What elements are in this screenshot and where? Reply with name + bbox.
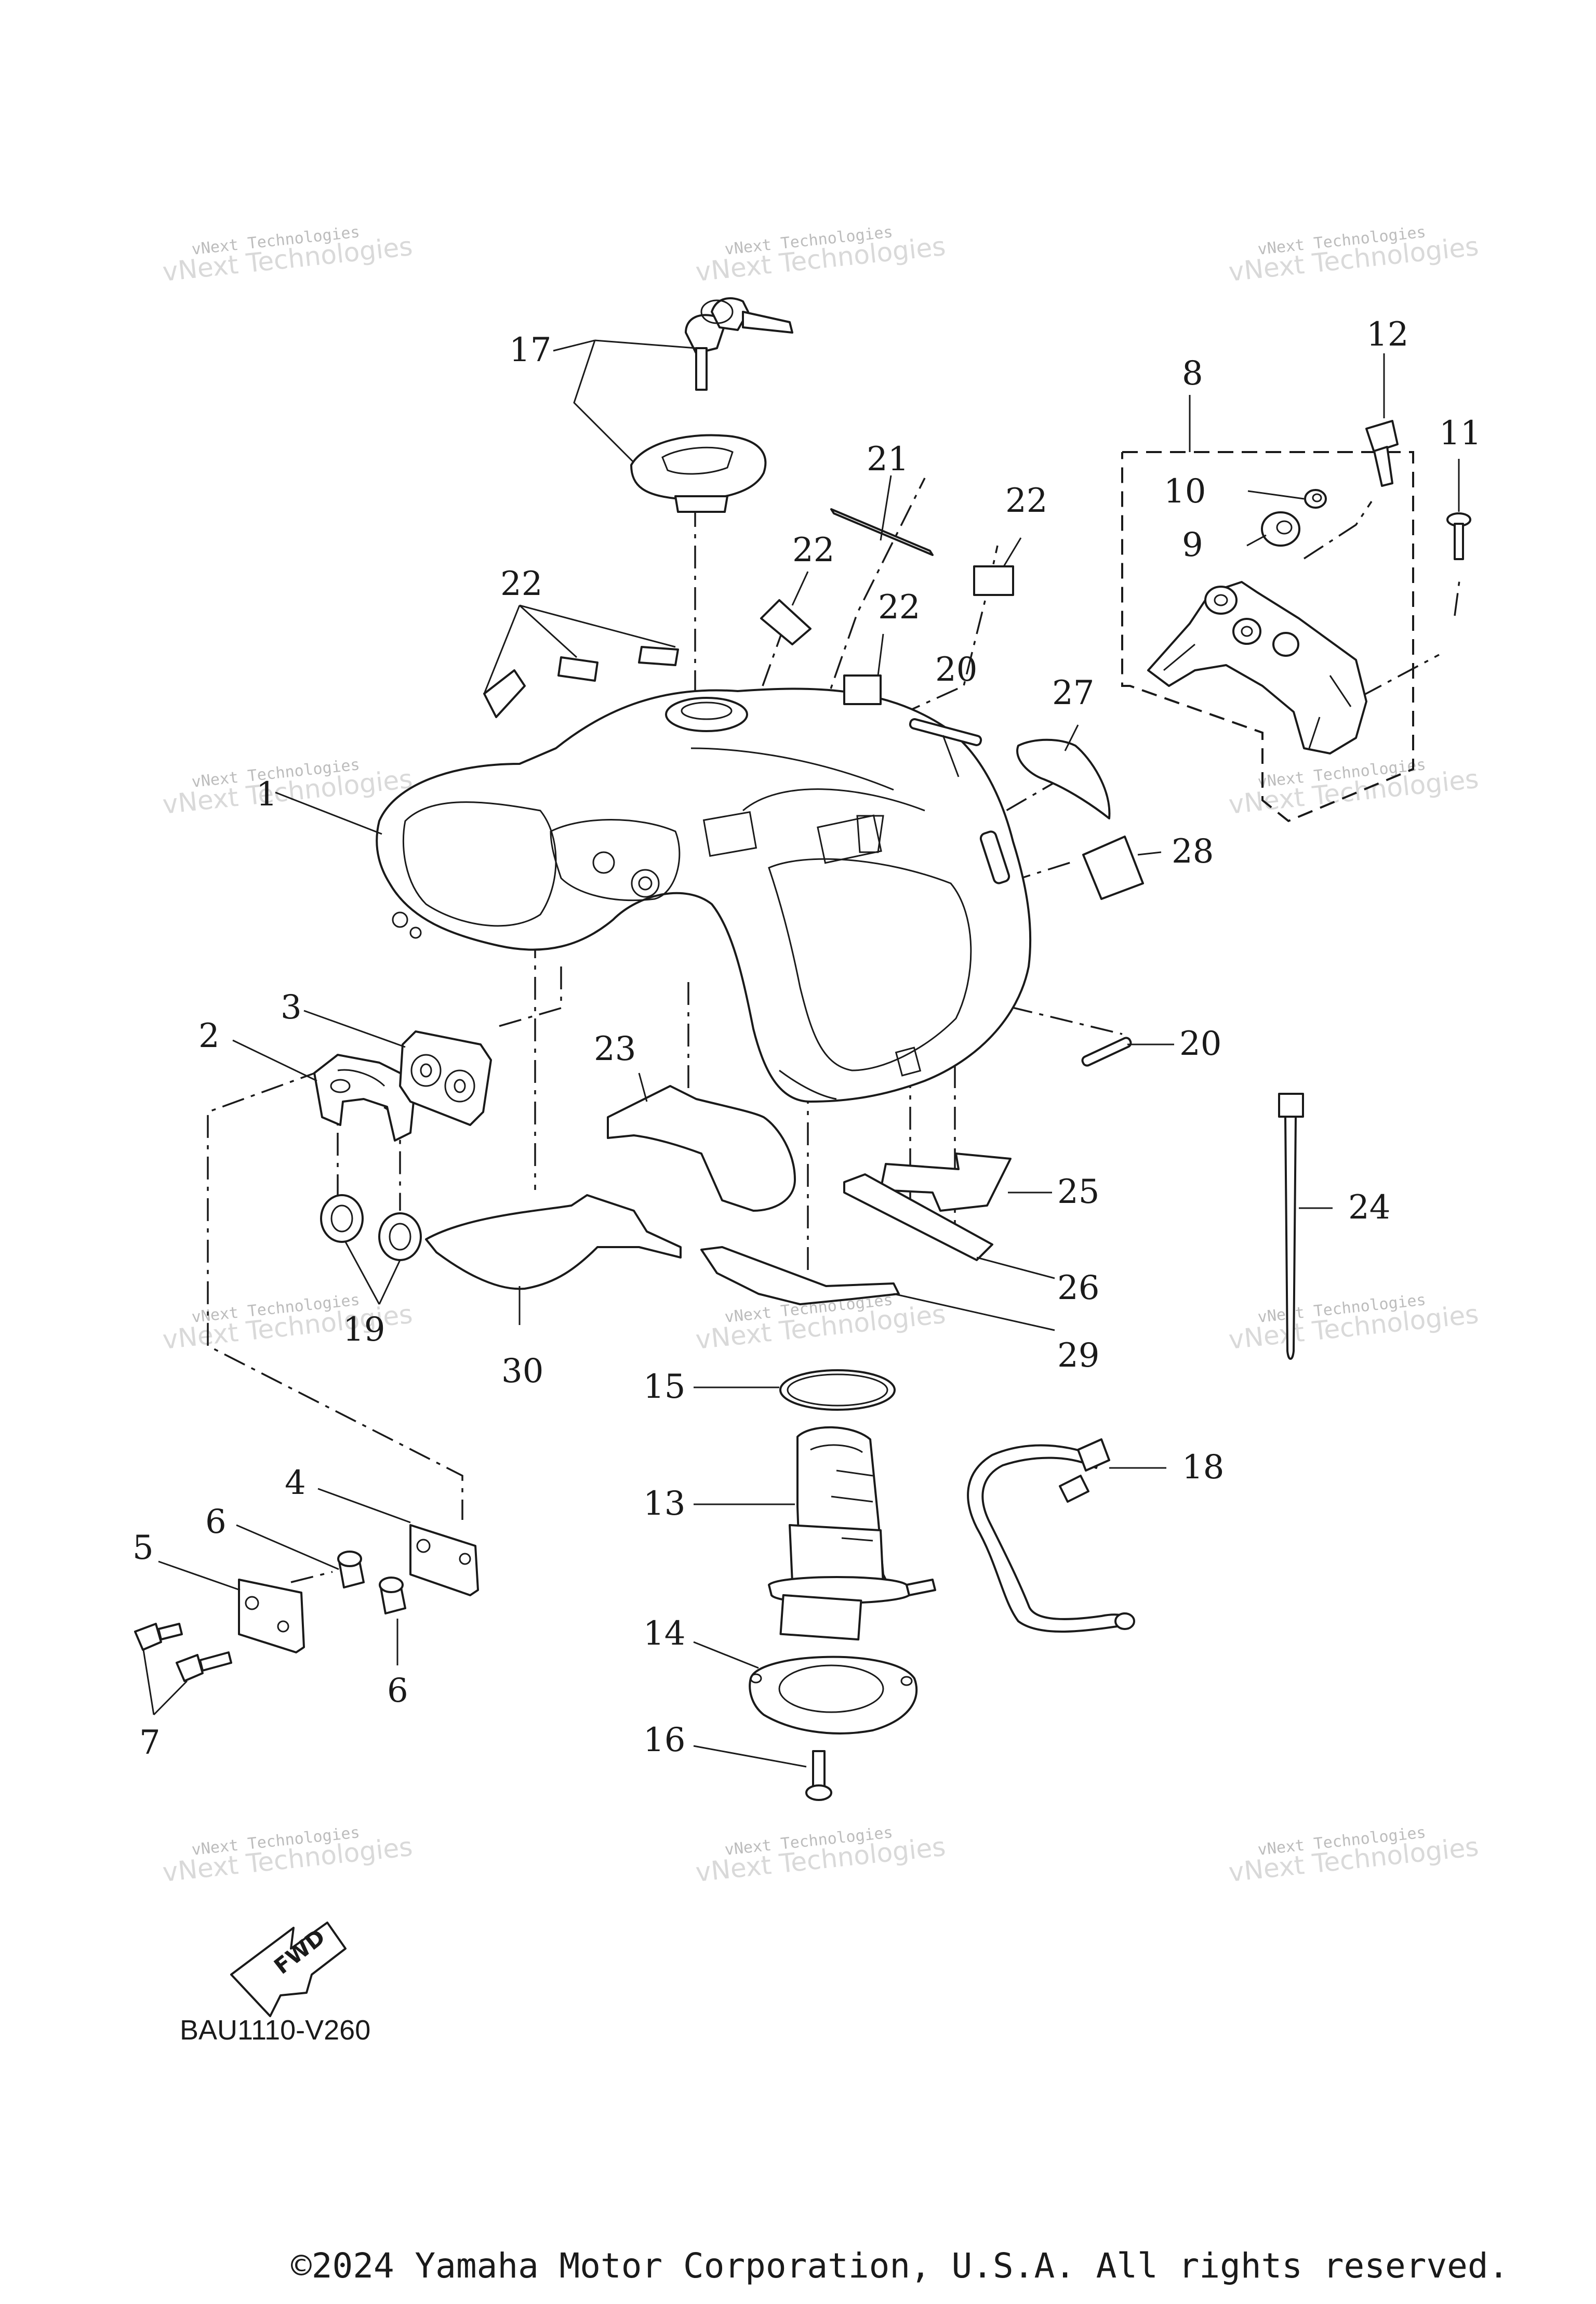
part-label-2: 2 bbox=[198, 1017, 220, 1055]
pad bbox=[909, 718, 982, 747]
part-label-19: 19 bbox=[343, 1310, 385, 1349]
part-label-22: 22 bbox=[878, 588, 920, 627]
fuel-tank bbox=[376, 687, 1032, 1103]
heat-insulator bbox=[1082, 836, 1144, 900]
seal bbox=[843, 1173, 993, 1261]
heat-protector bbox=[1016, 738, 1111, 819]
watermark: vNext Technologies vNext Technologies bbox=[161, 223, 414, 287]
watermark: vNext Technologies vNext Technologies bbox=[161, 1823, 414, 1888]
part-label-21: 21 bbox=[867, 440, 909, 479]
part-label-26: 26 bbox=[1057, 1269, 1099, 1307]
keys bbox=[685, 297, 793, 391]
part-label-16: 16 bbox=[643, 1721, 685, 1759]
seal bbox=[880, 1153, 1012, 1212]
retainer bbox=[749, 1656, 918, 1734]
screw bbox=[1446, 512, 1471, 560]
part-labels: 1 2 3 4 5 6 6 7 8 9 10 11 12 13 14 15 16… bbox=[132, 315, 1481, 1762]
watermark: vNext Technologies vNext Technologies bbox=[1227, 1291, 1480, 1355]
collars bbox=[320, 1194, 422, 1261]
reference-code: BAU1110-V260 bbox=[180, 2015, 371, 2046]
plate bbox=[238, 1579, 305, 1653]
part-label-14: 14 bbox=[643, 1614, 685, 1653]
damper-block bbox=[399, 1030, 492, 1126]
part-label-27: 27 bbox=[1052, 674, 1094, 712]
part-label-30: 30 bbox=[501, 1352, 543, 1391]
fuel-hose bbox=[967, 1438, 1135, 1633]
cover bbox=[607, 1085, 796, 1212]
damper-pads bbox=[483, 565, 1014, 718]
part-label-1: 1 bbox=[256, 775, 277, 814]
part-label-18: 18 bbox=[1182, 1448, 1224, 1487]
cable-tie bbox=[1278, 1093, 1304, 1360]
part-label-29: 29 bbox=[1057, 1336, 1099, 1375]
damper bbox=[1261, 511, 1300, 547]
tank-cap bbox=[630, 434, 767, 513]
watermark: vNext Technologies vNext Technologies bbox=[1227, 223, 1480, 287]
part-label-3: 3 bbox=[281, 988, 302, 1027]
bracket bbox=[313, 1054, 417, 1142]
part-label-12: 12 bbox=[1366, 315, 1408, 354]
part-label-13: 13 bbox=[643, 1485, 685, 1523]
plate bbox=[409, 1524, 479, 1596]
watermark: vNext Technologies vNext Technologies bbox=[1227, 1823, 1480, 1888]
part-label-20: 20 bbox=[1179, 1025, 1221, 1063]
o-ring-inner bbox=[787, 1373, 888, 1407]
part-label-24: 24 bbox=[1348, 1188, 1390, 1227]
bolt bbox=[805, 1750, 832, 1801]
part-label-23: 23 bbox=[594, 1030, 636, 1068]
protector bbox=[700, 1246, 900, 1305]
fwd-arrow-icon: FWD bbox=[230, 1922, 347, 2017]
part-label-8: 8 bbox=[1182, 354, 1203, 393]
part-label-20: 20 bbox=[935, 651, 977, 689]
o-ring bbox=[779, 1369, 896, 1411]
watermark: vNext Technologies vNext Technologies bbox=[694, 1823, 947, 1888]
copyright-notice: ©2024 Yamaha Motor Corporation, U.S.A. A… bbox=[291, 2246, 1509, 2286]
part-label-15: 15 bbox=[643, 1368, 685, 1406]
part-label-25: 25 bbox=[1057, 1173, 1099, 1211]
part-label-11: 11 bbox=[1439, 414, 1481, 453]
part-label-6: 6 bbox=[387, 1672, 408, 1710]
bolt bbox=[1365, 420, 1399, 487]
part-label-6: 6 bbox=[205, 1503, 227, 1541]
part-label-17: 17 bbox=[509, 331, 551, 369]
part-label-5: 5 bbox=[132, 1529, 154, 1567]
fuel-pump bbox=[768, 1426, 936, 1641]
watermark: vNext Technologies vNext Technologies bbox=[1227, 756, 1480, 820]
assembly-8-box bbox=[1121, 451, 1414, 823]
part-label-22: 22 bbox=[500, 565, 542, 603]
collar bbox=[1304, 489, 1327, 509]
protector bbox=[425, 1194, 682, 1290]
part-label-10: 10 bbox=[1164, 472, 1206, 511]
bolts bbox=[134, 1623, 232, 1682]
watermark: vNext Technologies vNext Technologies bbox=[161, 756, 414, 820]
part-label-4: 4 bbox=[285, 1464, 306, 1502]
part-label-22: 22 bbox=[792, 531, 834, 570]
watermark: vNext Technologies vNext Technologies bbox=[694, 223, 947, 287]
part-label-28: 28 bbox=[1172, 832, 1214, 871]
pad bbox=[1081, 1037, 1132, 1067]
part-label-22: 22 bbox=[1005, 482, 1047, 520]
bracket-assembly bbox=[1147, 581, 1367, 754]
collars bbox=[337, 1551, 406, 1614]
part-label-7: 7 bbox=[139, 1724, 161, 1762]
part-label-9: 9 bbox=[1182, 526, 1203, 564]
leader-lines bbox=[142, 339, 1460, 1768]
